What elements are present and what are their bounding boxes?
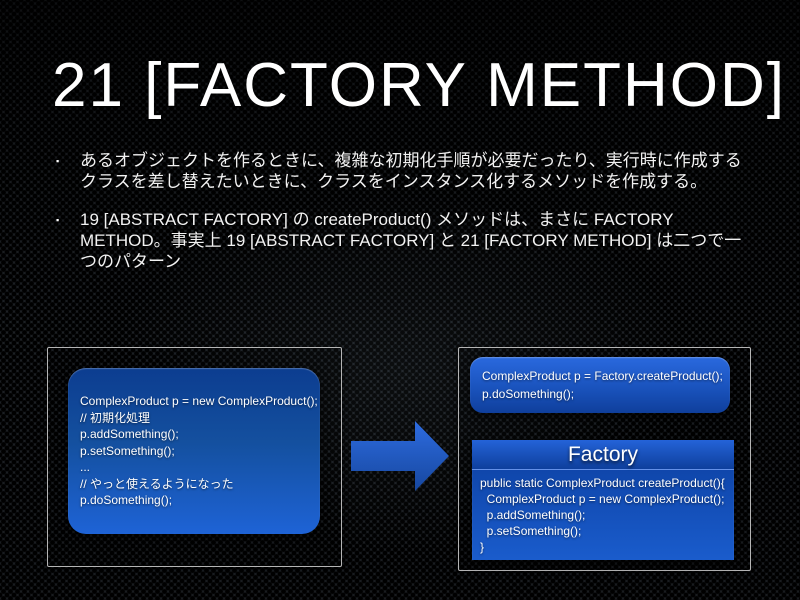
code-line: ComplexProduct p = Factory.createProduct…: [482, 369, 723, 383]
bullet-square-icon: ▪: [56, 215, 60, 226]
before-code-box: ComplexProduct p = new ComplexProduct();…: [68, 368, 320, 534]
code-line: // やっと使えるようになった: [80, 476, 234, 491]
bullet-list: ▪ あるオブジェクトを作るときに、複雑な初期化手順が必要だったり、実行時に作成す…: [52, 150, 752, 289]
factory-class-title: Factory: [472, 440, 734, 470]
code-line: ComplexProduct p = new ComplexProduct();: [80, 394, 318, 409]
bullet-square-icon: ▪: [56, 156, 60, 166]
code-line: // 初期化処理: [80, 410, 151, 425]
factory-class-box: Factory public static ComplexProduct cre…: [472, 440, 734, 560]
code-line: p.doSomething();: [482, 387, 575, 401]
code-line: p.setSomething();: [480, 524, 582, 538]
code-line: ComplexProduct p = new ComplexProduct();: [480, 492, 725, 506]
bullet-item: ▪ 19 [ABSTRACT FACTORY] の createProduct(…: [52, 209, 752, 272]
code-line: public static ComplexProduct createProdu…: [480, 476, 725, 490]
code-line: p.setSomething();: [80, 443, 175, 458]
right-arrow-svg: [351, 421, 449, 491]
code-line: p.doSomething();: [80, 493, 173, 508]
factory-class-code: public static ComplexProduct createProdu…: [472, 470, 734, 555]
code-line: p.addSomething();: [480, 508, 586, 522]
right-arrow-icon: [351, 421, 449, 491]
bullet-text: あるオブジェクトを作るときに、複雑な初期化手順が必要だったり、実行時に作成するク…: [80, 151, 742, 192]
code-line: }: [480, 540, 485, 554]
bullet-item: ▪ あるオブジェクトを作るときに、複雑な初期化手順が必要だったり、実行時に作成す…: [52, 150, 752, 192]
bullet-text: 19 [ABSTRACT FACTORY] の createProduct() …: [80, 210, 742, 272]
code-line: ...: [80, 460, 91, 475]
code-line: p.addSomething();: [80, 427, 179, 442]
page-title: 21 [FACTORY METHOD]: [52, 51, 786, 120]
after-code-box: ComplexProduct p = Factory.createProduct…: [470, 357, 730, 413]
